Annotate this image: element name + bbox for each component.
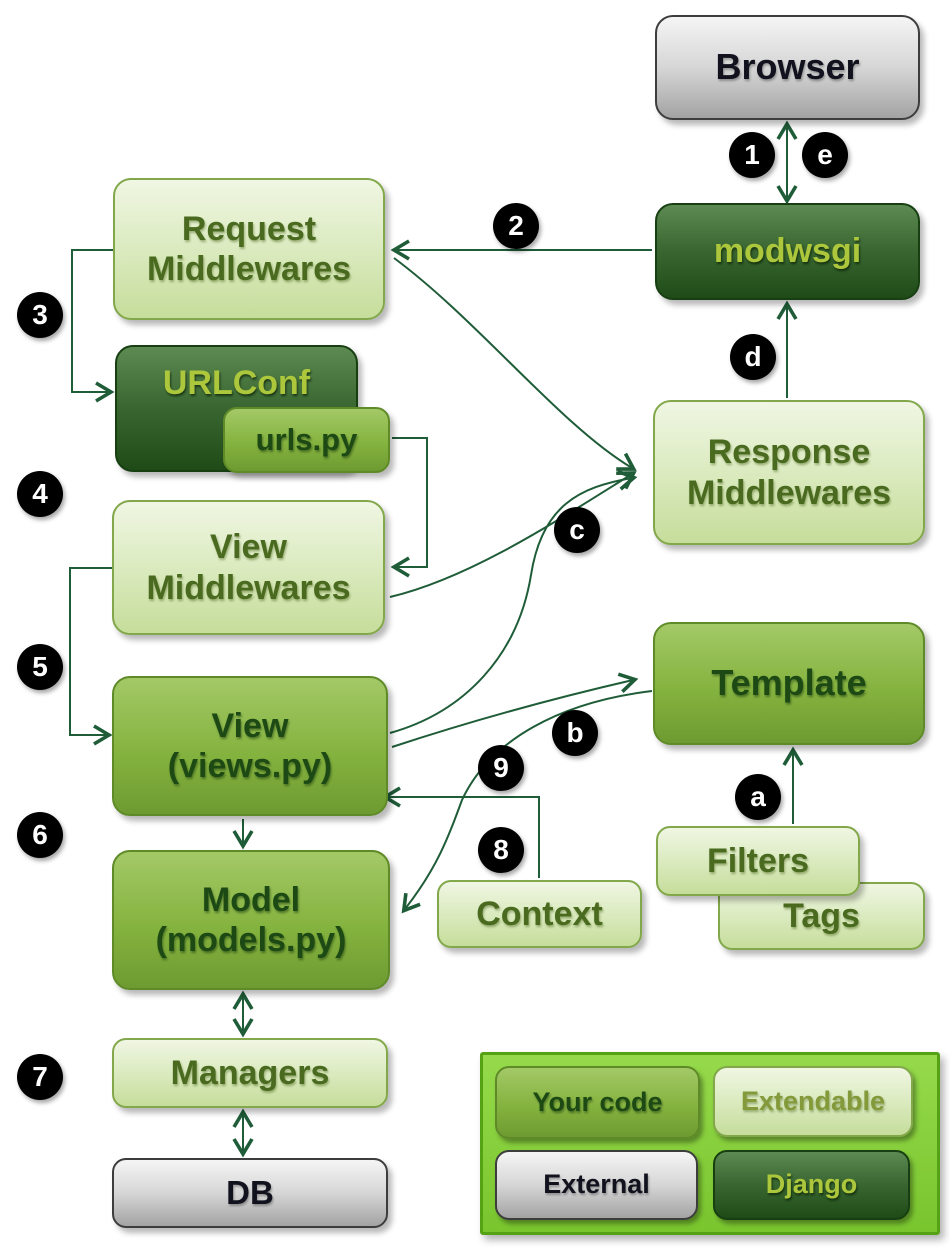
step-marker-a: a [735,774,781,820]
node-urls-py: urls.py [223,407,390,473]
elbow-3-request-middlewares-to-urlconf [71,249,115,403]
step-marker-6: 6 [17,812,63,858]
node-modwsgi: modwsgi [655,203,920,300]
legend-item-your-code: Your code [495,1066,700,1139]
step-marker-2: 2 [493,203,539,249]
step-marker-8: 8 [478,827,524,873]
step-marker-9: 9 [478,745,524,791]
node-filters: Filters [656,826,860,896]
legend-item-extendable: Extendable [713,1066,913,1137]
elbow-5-view-middlewares-to-view [69,567,113,746]
node-managers: Managers [112,1038,388,1108]
legend: Your code Extendable External Django [480,1052,940,1235]
step-marker-7: 7 [17,1054,63,1100]
legend-item-django: Django [713,1150,910,1220]
node-template: Template [653,622,925,745]
curve-request-middlewares-to-response-middlewares [393,257,637,471]
node-response-middlewares: Response Middlewares [653,400,925,545]
step-marker-1: 1 [729,132,775,178]
node-db: DB [112,1158,388,1228]
curve-9-template-to-model [401,690,653,914]
step-marker-d: d [730,334,776,380]
step-marker-4: 4 [17,471,63,517]
step-marker-e: e [802,132,848,178]
node-view-middlewares: View Middlewares [112,500,385,635]
step-marker-5: 5 [17,644,63,690]
step-marker-3: 3 [17,292,63,338]
step-marker-b: b [552,710,598,756]
node-model: Model (models.py) [112,850,390,990]
legend-item-external: External [495,1150,698,1220]
elbow-4-urlspy-to-view-middlewares [390,437,428,578]
node-browser: Browser [655,15,920,120]
step-marker-c: c [554,507,600,553]
node-request-middlewares: Request Middlewares [113,178,385,320]
node-context: Context [437,880,642,948]
node-view: View (views.py) [112,676,388,816]
